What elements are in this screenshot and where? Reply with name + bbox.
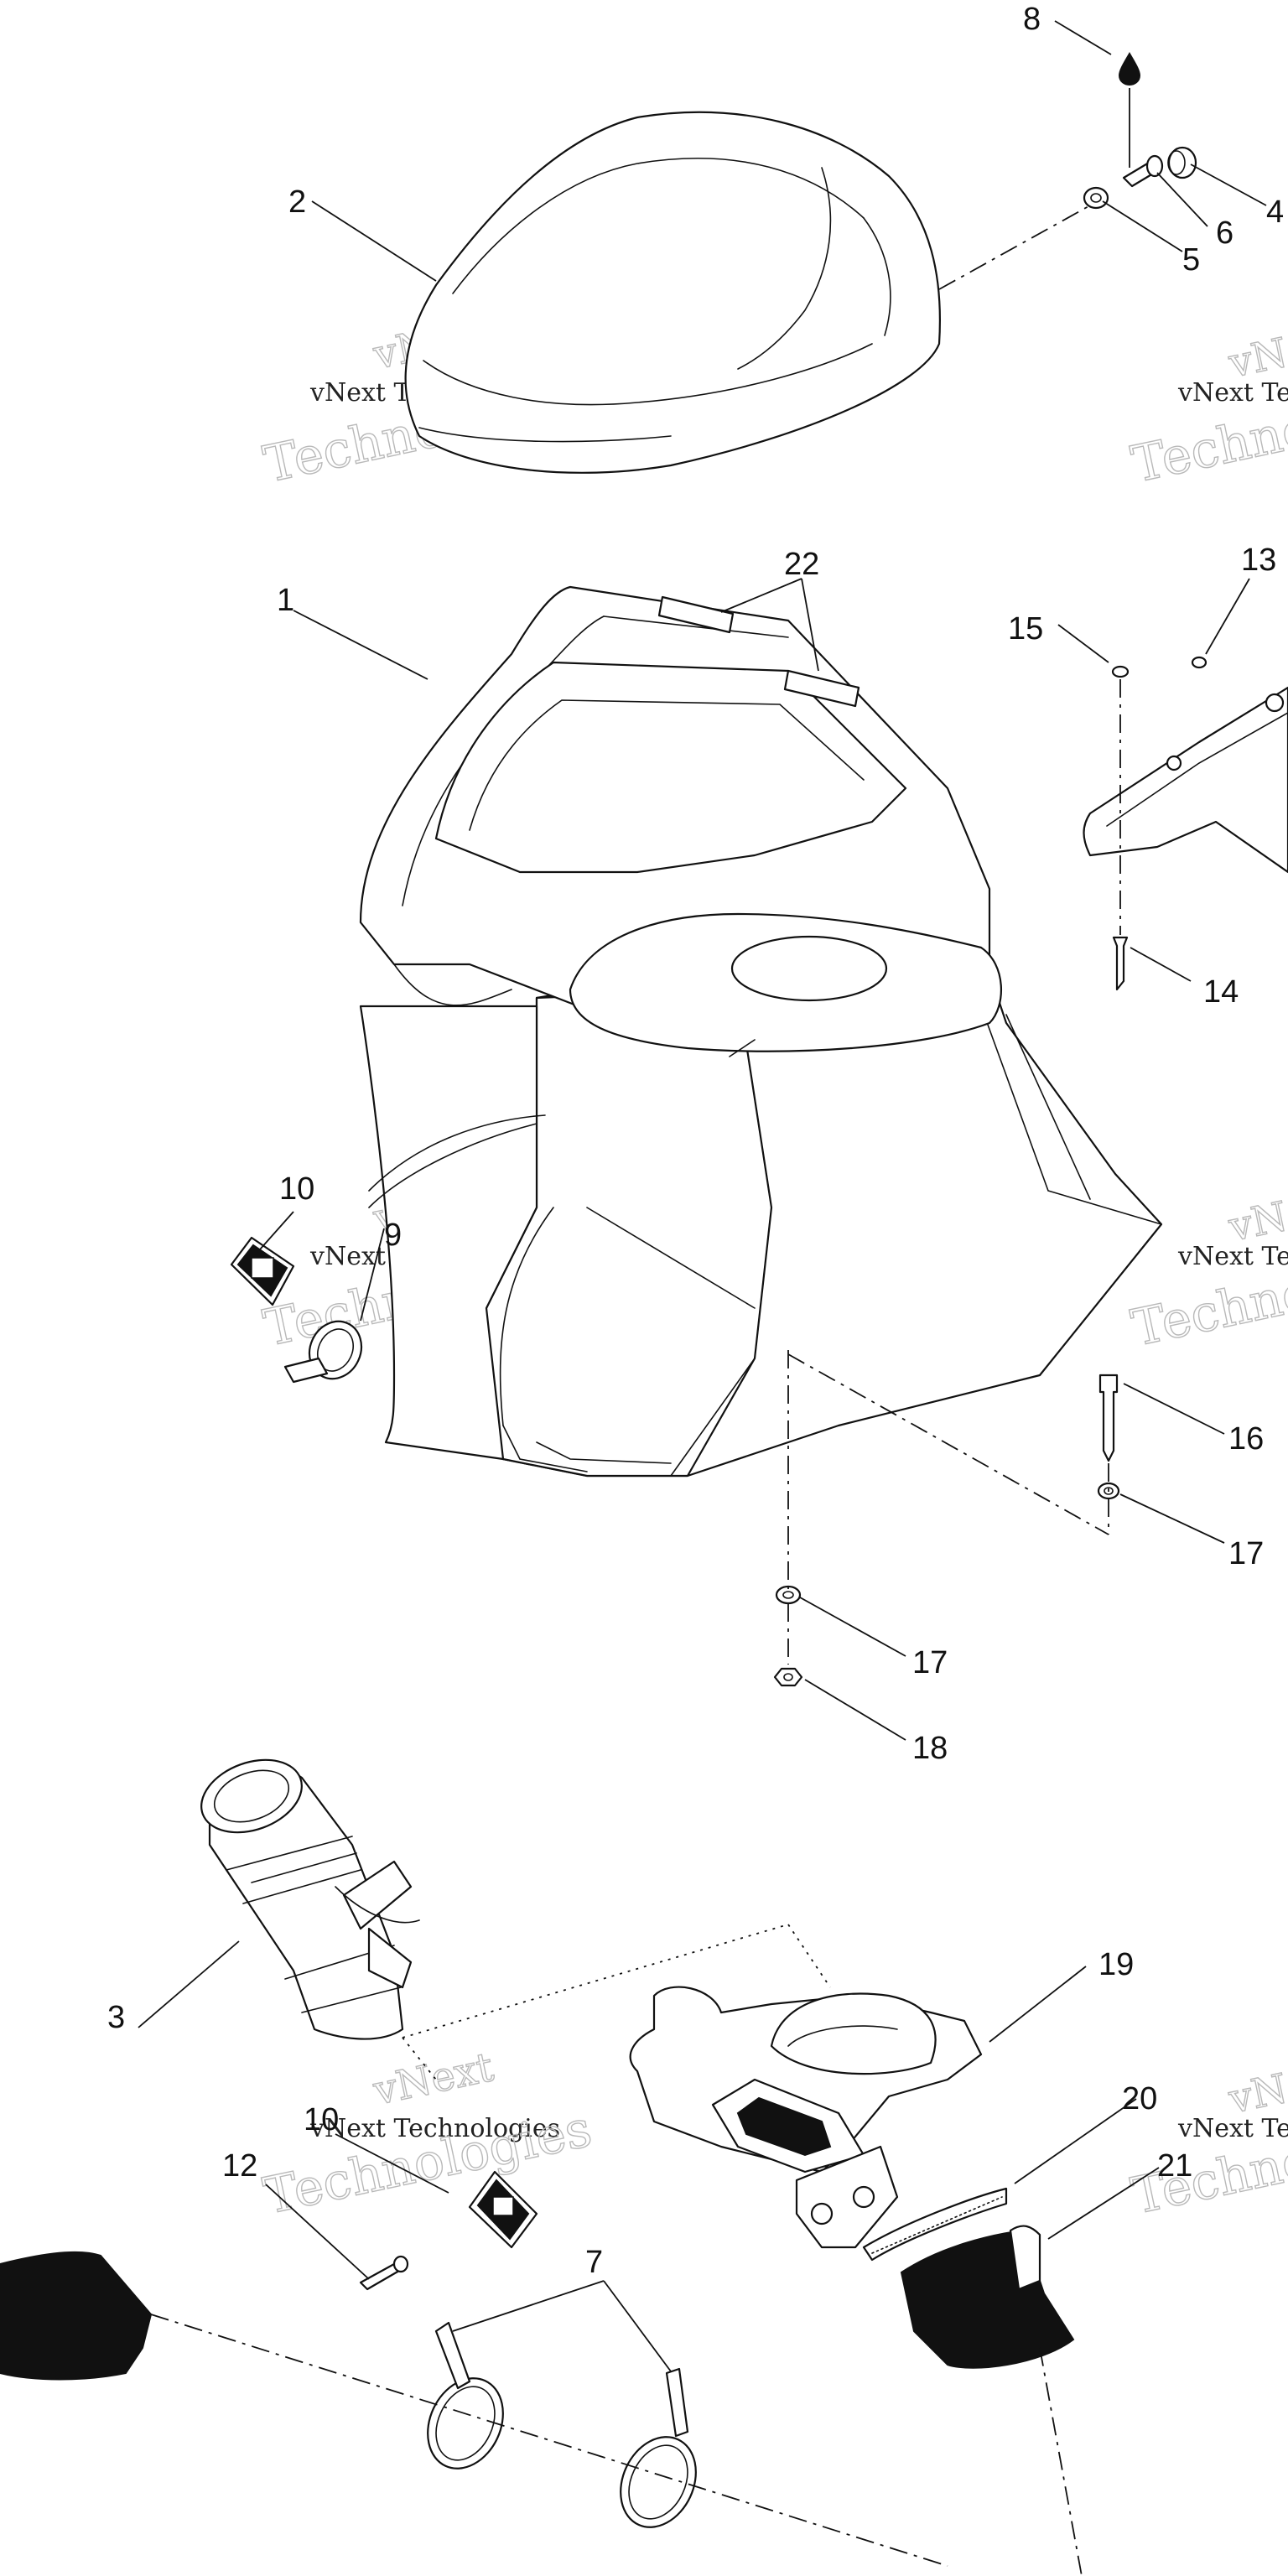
part-8-drop xyxy=(1118,52,1141,86)
part-16-bolt xyxy=(1098,1374,1119,1462)
callout-17-right: 17 xyxy=(1228,1536,1264,1571)
part-3-inlet-elbow xyxy=(200,1758,420,2040)
svg-text:vNext: vNext xyxy=(1224,2052,1288,2123)
callout-4: 4 xyxy=(1266,195,1284,230)
svg-text:vNext Technologies: vNext Technologies xyxy=(1177,1242,1288,1271)
part-21-bellows xyxy=(900,2225,1075,2369)
callout-8: 8 xyxy=(1023,2,1041,37)
svg-text:vNext Technologies: vNext Technologies xyxy=(1177,2114,1288,2143)
svg-text:vNext: vNext xyxy=(1224,316,1288,387)
callout-20: 20 xyxy=(1122,2081,1157,2116)
bellows-left xyxy=(0,2251,153,2381)
part-13-bracket xyxy=(1083,686,1288,874)
callout-2: 2 xyxy=(288,184,306,220)
part-12-rivet xyxy=(359,2255,409,2291)
part-20-clamp xyxy=(862,2187,1008,2262)
part-7-cable-tie-right xyxy=(620,2367,697,2528)
callout-17-center: 17 xyxy=(912,1645,948,1680)
part-10-mount-lower xyxy=(468,2170,538,2249)
part-4-cap xyxy=(1167,146,1197,179)
callout-9: 9 xyxy=(384,1218,402,1253)
part-15-washer xyxy=(1111,665,1130,678)
part-13-washer xyxy=(1191,656,1208,669)
oil-drop-icon xyxy=(1118,52,1141,86)
watermark-top-right: vNext vNext Technologies Technologies xyxy=(1126,315,1288,495)
part-6-screw xyxy=(1122,154,1164,188)
part-10-mount xyxy=(230,1236,295,1306)
callout-7: 7 xyxy=(585,2245,603,2280)
watermark-mid-right: vNext vNext Technologies Technologies xyxy=(1126,1179,1288,1358)
part-9-clip xyxy=(283,1320,363,1384)
part-22-stickers xyxy=(657,595,860,708)
svg-text:vNext Technologies: vNext Technologies xyxy=(309,2114,560,2143)
callout-12: 12 xyxy=(222,2148,257,2184)
callout-22: 22 xyxy=(784,547,819,582)
callout-numbers: 1 2 3 4 5 6 7 8 9 10 10 12 13 14 15 16 1… xyxy=(107,2,1284,2280)
center-lines xyxy=(150,205,1121,2576)
callout-1: 1 xyxy=(277,583,294,618)
callout-5: 5 xyxy=(1182,242,1200,278)
callout-15: 15 xyxy=(1008,611,1043,647)
part-7-cable-tie-left xyxy=(427,2321,504,2470)
part-5-washer xyxy=(1083,186,1109,210)
callout-10-top: 10 xyxy=(279,1171,314,1207)
part-17-washer-center xyxy=(775,1585,802,1605)
part-18-nut xyxy=(773,1667,803,1687)
part-1-main-body xyxy=(359,585,1163,1478)
callout-13: 13 xyxy=(1241,543,1276,578)
callout-3: 3 xyxy=(107,2000,125,2035)
part-2-top-cover xyxy=(404,111,941,474)
svg-text:vNext Technologies: vNext Technologies xyxy=(1177,378,1288,408)
callout-19: 19 xyxy=(1098,1947,1134,1982)
callout-6: 6 xyxy=(1216,216,1233,251)
callout-10-bottom: 10 xyxy=(304,2102,339,2137)
leader-lines xyxy=(138,20,1267,2372)
svg-text:vNext: vNext xyxy=(369,2044,497,2115)
callout-16: 16 xyxy=(1228,1421,1264,1457)
watermark-bottom-right: vNext vNext Technologies Technologies xyxy=(1126,2051,1288,2226)
callout-21: 21 xyxy=(1157,2148,1192,2184)
callout-14: 14 xyxy=(1203,974,1239,1010)
part-14-rivet xyxy=(1112,936,1129,991)
callout-18: 18 xyxy=(912,1731,948,1766)
part-19-housing xyxy=(629,1986,983,2249)
svg-text:vNext: vNext xyxy=(1224,1180,1288,1251)
